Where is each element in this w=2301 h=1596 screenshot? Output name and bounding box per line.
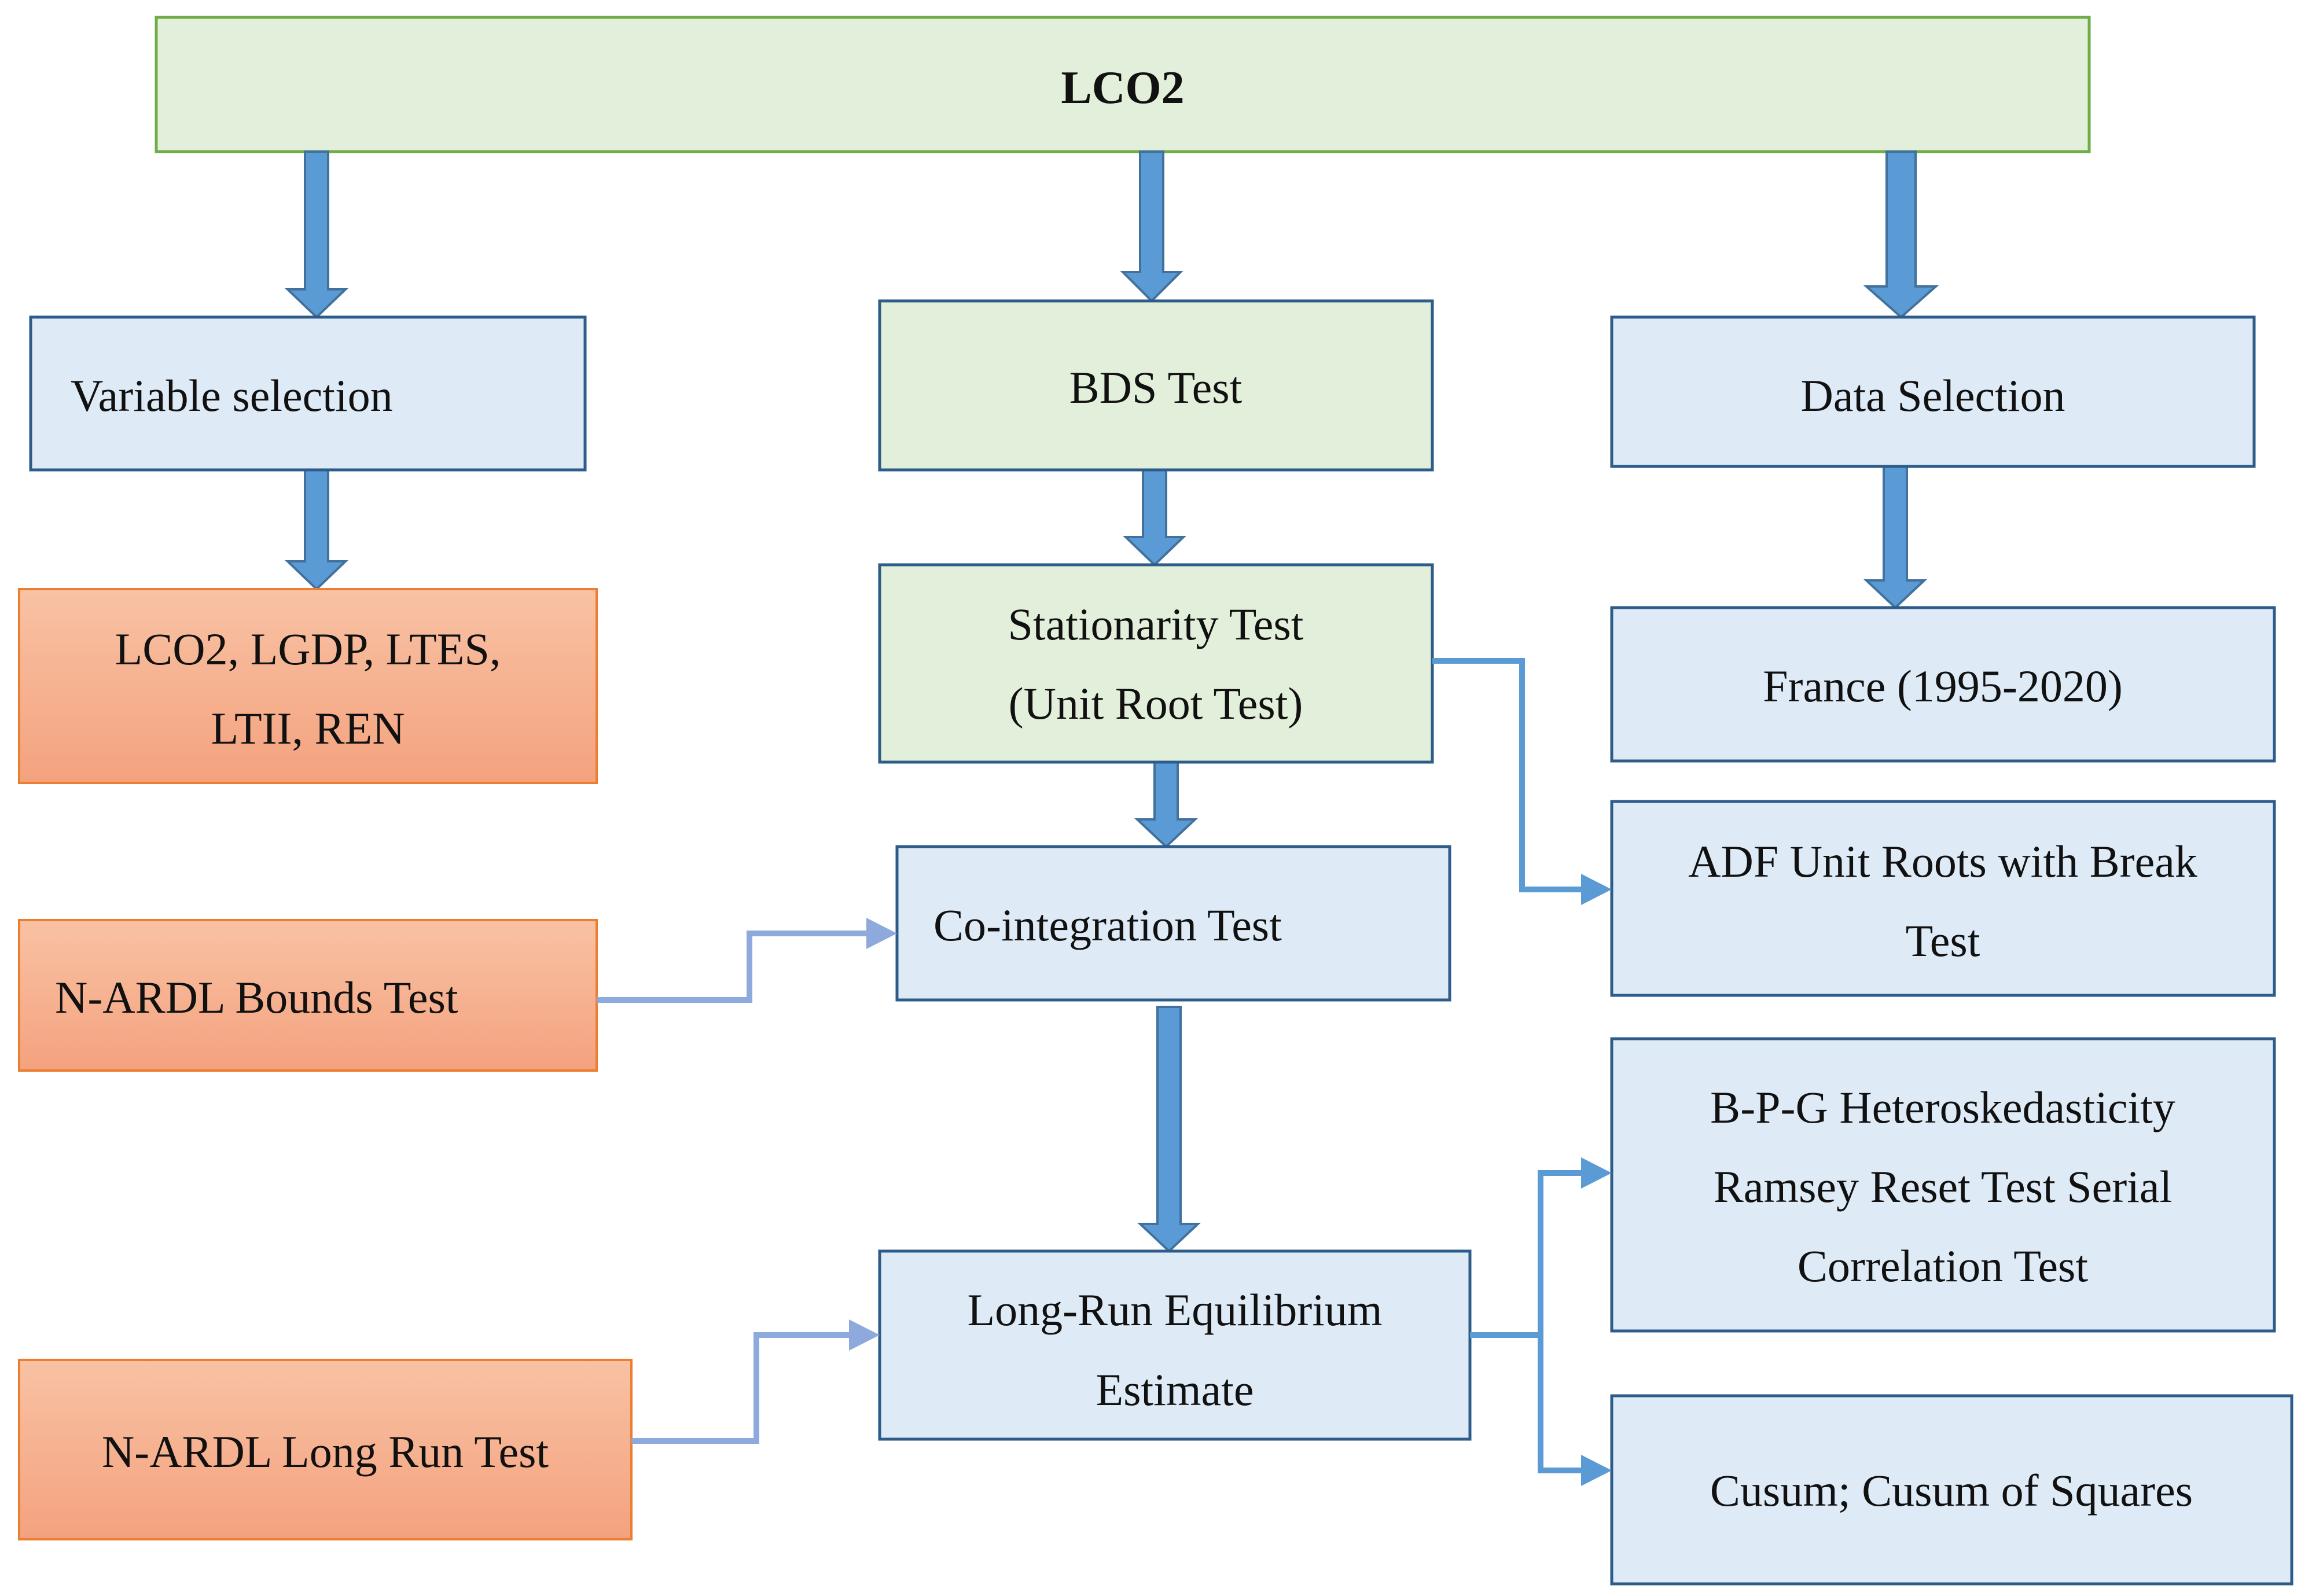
bounds-test-box	[18, 919, 598, 1072]
bds-test-label: BDS Test	[1069, 362, 1243, 413]
arrow-lco2-to-variable-selection	[285, 150, 348, 319]
variables-line-1: LCO2, LGDP, LTES,	[115, 624, 501, 674]
arrow-lco2-to-data-selection	[1863, 150, 1939, 319]
diagnostics-line-2: Ramsey Reset Test Serial	[1714, 1161, 2172, 1212]
arrow-data-selection-to-france	[1863, 465, 1928, 609]
variable-selection-box	[29, 315, 587, 472]
stability-label: Cusum; Cusum of Squares	[1710, 1465, 2193, 1516]
long-run-test-box	[18, 1359, 633, 1540]
data-selection-label: Data Selection	[1801, 370, 2065, 421]
adf-test-line-1: ADF Unit Roots with Break	[1688, 836, 2197, 887]
diagnostics-line-1: B-P-G Heteroskedasticity	[1710, 1082, 2175, 1132]
country-box	[1610, 606, 2276, 763]
bounds-test-label: N-ARDL Bounds Test	[55, 972, 458, 1023]
country-label: France (1995-2020)	[1763, 661, 2123, 711]
stability-box	[1610, 1394, 2293, 1586]
connector-long-run-test-to-equilibrium	[631, 1332, 849, 1444]
connector-bounds-to-cointegration	[597, 931, 866, 1003]
cointegration-label: Co-integration Test	[933, 900, 1282, 950]
bds-test-box	[878, 299, 1434, 472]
connectors	[597, 658, 1612, 1486]
arrow-cointegration-to-long-run	[1137, 1006, 1201, 1253]
diagnostics-line-3: Correlation Test	[1798, 1241, 2088, 1291]
connector-stationarity-to-adf-head	[1581, 874, 1612, 905]
connector-equilibrium-to-stability-head	[1581, 1455, 1612, 1486]
adf-test-box	[1610, 800, 2276, 997]
connector-equilibrium-to-diagnostics-head	[1581, 1157, 1612, 1189]
connector-equilibrium-to-stability	[1538, 1335, 1581, 1473]
block-arrows	[285, 150, 1939, 1253]
arrow-lco2-to-bds-test	[1120, 150, 1183, 303]
lco2-box	[155, 16, 2091, 153]
cointegration-test-box	[895, 845, 1451, 1002]
adf-test-line-2: Test	[1906, 915, 1980, 966]
connector-equilibrium-to-diagnostics	[1538, 1170, 1581, 1335]
connector-long-run-test-to-equilibrium-head	[849, 1319, 880, 1351]
variables-line-2: LTII, REN	[211, 703, 405, 753]
arrow-variable-selection-to-variables	[285, 469, 348, 591]
connector-bounds-to-cointegration-head	[866, 918, 897, 949]
arrow-stationarity-to-cointegration	[1134, 761, 1199, 848]
long-run-equilibrium-line-1: Long-Run Equilibrium	[967, 1285, 1382, 1335]
variable-selection-label: Variable selection	[71, 370, 393, 421]
lco2-title: LCO2	[1061, 62, 1184, 113]
stationarity-test-box	[878, 563, 1434, 764]
data-selection-box	[1610, 315, 2256, 468]
long-run-equilibrium-box	[878, 1249, 1472, 1441]
diagnostics-box	[1610, 1037, 2276, 1333]
variables-box	[18, 588, 598, 784]
connector-stationarity-to-adf	[1432, 658, 1581, 892]
long-run-equilibrium-line-2: Estimate	[1096, 1365, 1254, 1415]
long-run-test-label: N-ARDL Long Run Test	[102, 1426, 549, 1477]
arrow-bds-to-stationarity	[1123, 469, 1186, 567]
stationarity-line-2: (Unit Root Test)	[1009, 678, 1303, 729]
stationarity-line-1: Stationarity Test	[1008, 599, 1304, 649]
